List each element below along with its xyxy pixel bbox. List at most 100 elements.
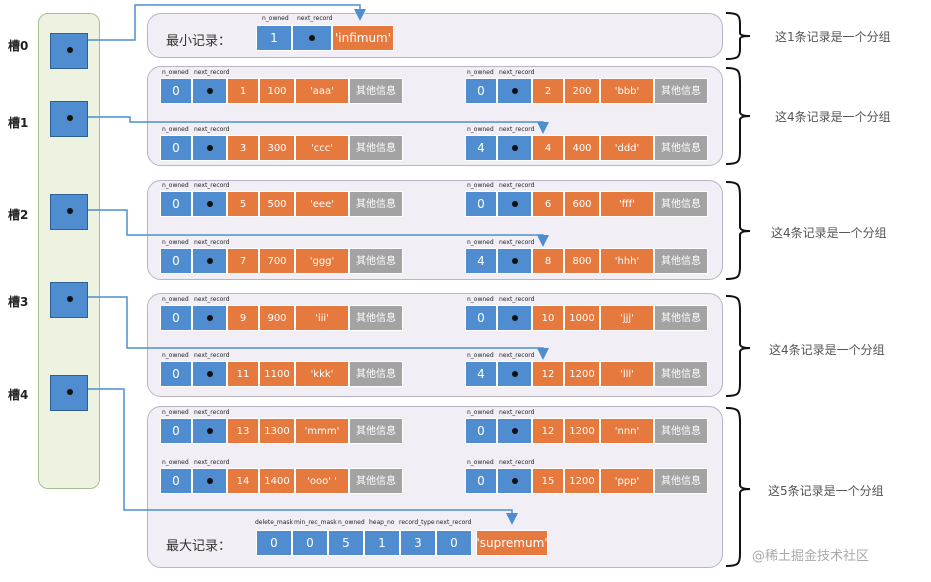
pointer-dot-icon	[67, 115, 73, 121]
pointer-dot-icon	[67, 208, 73, 214]
max-record-header-min-rec-mask: min_rec_mask	[294, 519, 337, 526]
slot-label-0: 槽0	[8, 39, 29, 53]
max-record-header-next-record: next_record	[436, 519, 472, 526]
group-label-2: 这4条记录是一个分组	[771, 226, 887, 240]
record-4-n-owned: 0	[160, 191, 192, 217]
record-0-n-owned: 0	[160, 78, 192, 104]
record-0-col2: 100	[259, 78, 295, 104]
record-13-header-next-record: next_record	[499, 409, 535, 416]
pointer-dot-icon	[511, 145, 518, 151]
record-14-col1: 14	[227, 468, 259, 494]
record-3-col3: 'ddd'	[600, 135, 654, 161]
record-11-col3: 'lll'	[600, 361, 654, 387]
record-14-col2: 1400	[259, 468, 295, 494]
slot-2	[50, 194, 88, 230]
record-10-header-n-owned: n_owned	[162, 352, 189, 359]
record-10-next-record	[192, 361, 227, 387]
record-15-other: 其他信息	[654, 468, 708, 494]
record-15-header-next-record: next_record	[499, 459, 535, 466]
record-0-col3: 'aaa'	[295, 78, 349, 104]
record-8-header-n-owned: n_owned	[162, 296, 189, 303]
record-11-col1: 12	[532, 361, 564, 387]
pointer-dot-icon	[67, 47, 73, 53]
record-1-other: 其他信息	[654, 78, 708, 104]
record-13-col2: 1200	[564, 418, 600, 444]
record-0-other: 其他信息	[349, 78, 403, 104]
record-13-n-owned: 0	[465, 418, 497, 444]
record-8-n-owned: 0	[160, 305, 192, 331]
group-0	[147, 13, 723, 58]
max-record-header-heap-no: heap_no	[369, 519, 395, 526]
slot-label-3: 槽3	[8, 295, 29, 309]
record-0-header-next-record: next_record	[194, 69, 230, 76]
slot-label-2: 槽2	[8, 208, 29, 222]
pointer-dot-icon	[511, 428, 518, 434]
record-2-header-n-owned: n_owned	[162, 126, 189, 133]
record-5-header-next-record: next_record	[499, 182, 535, 189]
record-8-header-next-record: next_record	[194, 296, 230, 303]
min-record-header-next-record: next_record	[297, 15, 333, 22]
record-13-next-record	[497, 418, 532, 444]
record-5-n-owned: 0	[465, 191, 497, 217]
record-7-other: 其他信息	[654, 248, 708, 274]
record-10-col3: 'kkk'	[295, 361, 349, 387]
group-brace-2	[725, 181, 751, 280]
slot-4	[50, 375, 88, 411]
group-brace-4	[725, 407, 751, 567]
record-11-header-next-record: next_record	[499, 352, 535, 359]
record-9-header-next-record: next_record	[499, 296, 535, 303]
pointer-dot-icon	[511, 88, 518, 94]
group-label-3: 这4条记录是一个分组	[769, 343, 885, 357]
record-13-header-n-owned: n_owned	[467, 409, 494, 416]
record-12-col3: 'mmm'	[295, 418, 349, 444]
record-6-header-n-owned: n_owned	[162, 239, 189, 246]
record-12-header-next-record: next_record	[194, 409, 230, 416]
record-12-col1: 13	[227, 418, 259, 444]
max-record-title: 最大记录：	[166, 539, 232, 554]
record-7-n-owned: 4	[465, 248, 497, 274]
slot-1	[50, 101, 88, 137]
record-1-n-owned: 0	[465, 78, 497, 104]
min-record-next-record	[292, 25, 332, 51]
record-6-col3: 'ggg'	[295, 248, 349, 274]
pointer-dot-icon	[511, 201, 518, 207]
record-10-col1: 11	[227, 361, 259, 387]
pointer-dot-icon	[206, 258, 213, 264]
record-8-col3: 'iii'	[295, 305, 349, 331]
record-14-header-n-owned: n_owned	[162, 459, 189, 466]
record-12-other: 其他信息	[349, 418, 403, 444]
slot-0	[50, 33, 88, 69]
record-1-next-record	[497, 78, 532, 104]
record-4-header-n-owned: n_owned	[162, 182, 189, 189]
record-13-col3: 'nnn'	[600, 418, 654, 444]
record-14-other: 其他信息	[349, 468, 403, 494]
group-brace-3	[725, 295, 751, 397]
record-6-next-record	[192, 248, 227, 274]
record-7-col2: 800	[564, 248, 600, 274]
record-14-col3: 'ooo' '	[295, 468, 349, 494]
record-0-header-n-owned: n_owned	[162, 69, 189, 76]
record-15-next-record	[497, 468, 532, 494]
record-3-col1: 4	[532, 135, 564, 161]
group-label-4: 这5条记录是一个分组	[768, 484, 884, 498]
pointer-dot-icon	[309, 35, 315, 41]
min-record-header-n-owned: n_owned	[262, 15, 289, 22]
record-7-col3: 'hhh'	[600, 248, 654, 274]
slot2-pointer-arrow	[88, 209, 549, 247]
pointer-dot-icon	[67, 389, 73, 395]
record-4-other: 其他信息	[349, 191, 403, 217]
min-record-title: 最小记录：	[166, 34, 232, 49]
record-0-col1: 1	[227, 78, 259, 104]
slot4-pointer-arrow	[88, 388, 518, 525]
record-6-n-owned: 0	[160, 248, 192, 274]
record-2-n-owned: 0	[160, 135, 192, 161]
record-10-other: 其他信息	[349, 361, 403, 387]
slot3-pointer-arrow	[88, 296, 549, 360]
record-3-next-record	[497, 135, 532, 161]
record-5-next-record	[497, 191, 532, 217]
pointer-dot-icon	[206, 315, 213, 321]
record-5-header-n-owned: n_owned	[467, 182, 494, 189]
record-6-other: 其他信息	[349, 248, 403, 274]
record-5-col3: 'fff'	[600, 191, 654, 217]
